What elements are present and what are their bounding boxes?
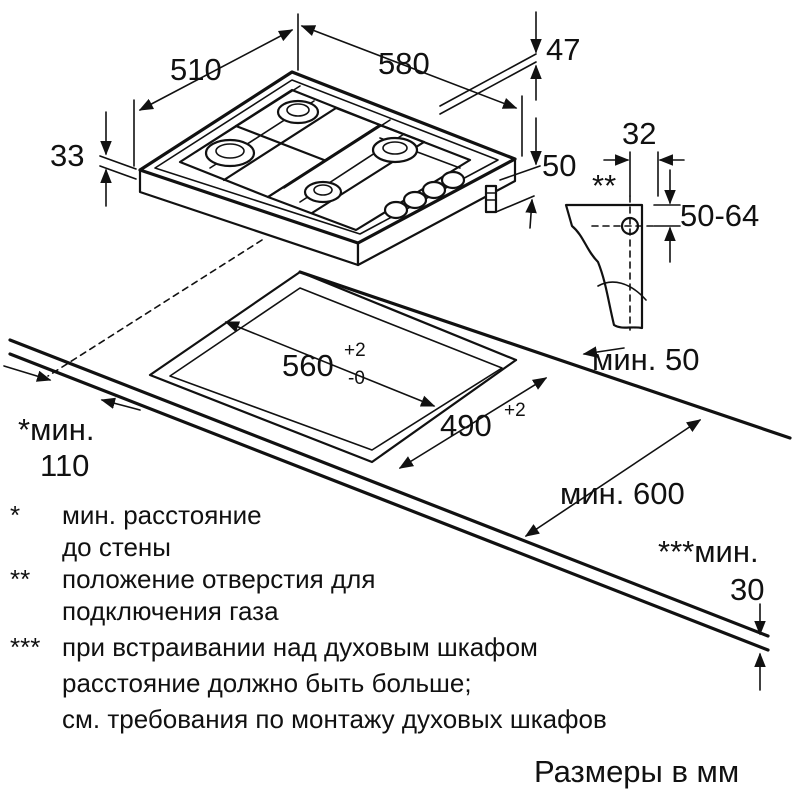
legend-2-line-2: подключения газа bbox=[62, 596, 279, 626]
dim-min-side-line1: *мин. bbox=[18, 412, 94, 447]
dim-gas-offset: 50 bbox=[542, 148, 576, 183]
dim-gas-hole-y: 50-64 bbox=[680, 198, 759, 233]
units-note: Размеры в мм bbox=[534, 754, 739, 789]
gas-connection-detail: 32 ** 50-64 bbox=[564, 116, 759, 331]
burner-back-right bbox=[371, 136, 419, 164]
burner-front-right bbox=[303, 180, 343, 204]
legend-3-line-2: расстояние должно быть больше; bbox=[62, 668, 472, 698]
dim-hob-width: 510 bbox=[170, 52, 222, 87]
dim-cutout-depth-tol: +2 bbox=[504, 400, 526, 421]
detail-profile bbox=[564, 203, 644, 330]
worktop-front-edge-bottom bbox=[8, 352, 770, 652]
dim-min-below-line1: ***мин. bbox=[658, 534, 759, 569]
dim-min-side-line2: 110 bbox=[40, 448, 89, 483]
dim-gas-hole-x: 32 bbox=[622, 116, 656, 151]
legend-1-line-1: мин. расстояние bbox=[62, 500, 262, 530]
worktop-front-edge-top bbox=[8, 338, 770, 638]
dim-min-below-line2: 30 bbox=[730, 572, 764, 607]
legend-2-line-1: положение отверстия для bbox=[62, 564, 375, 594]
burner-back-left bbox=[276, 99, 320, 125]
legend-3-line-1: при встраивании над духовым шкафом bbox=[62, 632, 538, 662]
legend: * мин. расстояние до стены ** положение … bbox=[10, 500, 607, 734]
dim-hob-height: 47 bbox=[546, 32, 580, 67]
legend-1-line-2: до стены bbox=[62, 532, 171, 562]
worktop-back-edge bbox=[298, 270, 792, 440]
dim-front-depth: 33 bbox=[50, 138, 84, 173]
dim-cutout-width-tol-minus: -0 bbox=[348, 368, 365, 389]
dim-cutout-width-tol-plus: +2 bbox=[344, 340, 366, 361]
burner-front-left bbox=[204, 138, 256, 168]
projection-line bbox=[47, 239, 263, 377]
cutout-dimensions: 560 +2 -0 490 +2 мин. 50 *мин. 110 мин. … bbox=[3, 321, 766, 691]
control-knobs bbox=[383, 170, 466, 220]
hob bbox=[138, 70, 517, 267]
legend-2-mark: ** bbox=[10, 564, 30, 594]
gas-connector bbox=[484, 184, 498, 214]
hob-dimensions: 510 580 47 33 50 bbox=[50, 11, 580, 229]
legend-3-line-3: см. требования по монтажу духовых шкафов bbox=[62, 704, 607, 734]
dim-min-worktop: мин. 600 bbox=[560, 476, 685, 511]
dim-cutout-depth: 490 bbox=[440, 408, 492, 443]
legend-3-mark: *** bbox=[10, 632, 40, 662]
dim-hob-depth: 580 bbox=[378, 46, 430, 81]
legend-1-mark: * bbox=[10, 500, 20, 530]
dim-cutout-width: 560 bbox=[282, 348, 334, 383]
gas-marker: ** bbox=[592, 168, 616, 203]
dim-min-back: мин. 50 bbox=[592, 342, 699, 377]
detail-curve bbox=[597, 281, 647, 301]
